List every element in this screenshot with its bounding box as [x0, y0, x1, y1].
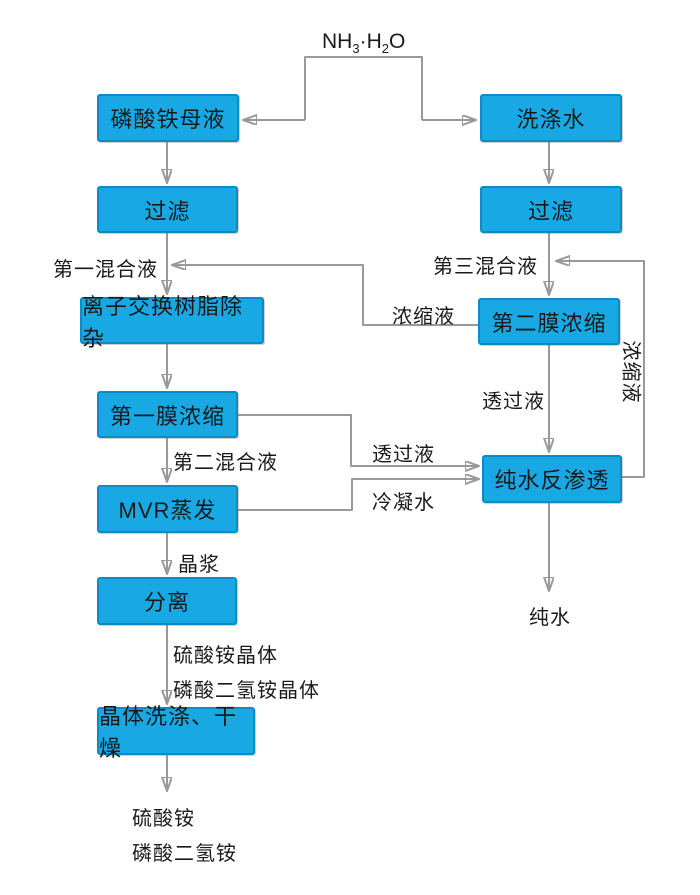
node-washing-water: 洗涤水: [480, 94, 622, 142]
label-ammonium-sulfate-crystal: 硫酸铵晶体: [173, 645, 278, 667]
label-second-mixture: 第二混合液: [173, 452, 278, 474]
node-pure-water-reverse-osmosis: 纯水反渗透: [482, 455, 622, 503]
label-concentrate-right-vertical: 浓缩液: [619, 340, 642, 404]
edge-permeate-to-ro: [238, 414, 479, 466]
label-permeate-center: 透过液: [482, 391, 545, 413]
node-first-membrane-concentration: 第一膜浓缩: [97, 391, 238, 438]
label-concentrate-left: 浓缩液: [392, 306, 455, 328]
label-first-mixture: 第一混合液: [53, 259, 158, 281]
node-iron-phosphate-mother-liquor: 磷酸铁母液: [97, 94, 239, 142]
node-crystal-washing-drying: 晶体洗涤、干燥: [97, 704, 255, 761]
label-monoammonium-phosphate: 磷酸二氢铵: [132, 843, 237, 865]
label-permeate-left: 透过液: [372, 444, 435, 466]
edge-condensate-to-ro: [238, 479, 479, 511]
edge-nh3-bracket: [304, 56, 423, 120]
edge-concentrate-to-first-mixture: [172, 265, 478, 326]
node-mvr-evaporation: MVR蒸发: [97, 485, 238, 533]
edge-ro-concentrate-return: [556, 261, 645, 478]
label-crystal-slurry: 晶浆: [178, 554, 220, 576]
label-third-mixture: 第三混合液: [433, 256, 538, 278]
node-ion-exchange-resin: 离子交换树脂除杂: [80, 294, 264, 351]
label-monoammonium-phosphate-crystal: 磷酸二氢铵晶体: [173, 680, 320, 702]
node-second-membrane-concentration: 第二膜浓缩: [478, 298, 620, 345]
node-filter-left: 过滤: [97, 186, 238, 233]
label-condensate-water: 冷凝水: [372, 492, 435, 514]
label-nh3-h2o: NH3·H2O: [322, 30, 406, 57]
node-separation: 分离: [97, 577, 237, 625]
node-filter-right: 过滤: [480, 186, 622, 233]
label-ammonium-sulfate: 硫酸铵: [132, 808, 195, 830]
label-pure-water: 纯水: [529, 607, 571, 629]
